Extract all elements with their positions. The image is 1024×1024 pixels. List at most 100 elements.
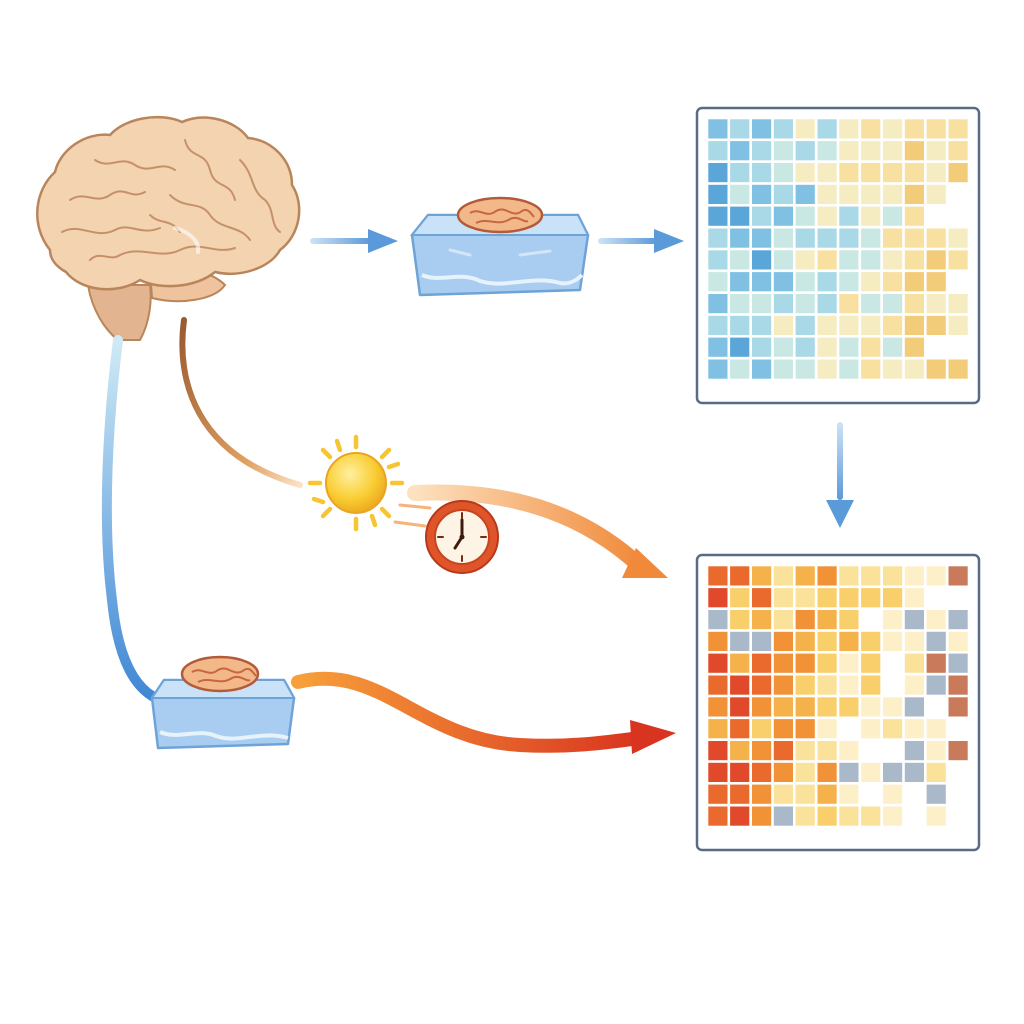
heatmap-cell [925,315,947,336]
heatmap-cell [816,249,838,271]
ice-block-icon-2 [150,655,296,750]
heatmap-cell [904,358,925,380]
heatmap-cell [838,315,860,336]
heatmap-cell [882,271,903,292]
heatmap-cell [751,206,772,227]
heatmap-cell [947,140,969,161]
heatmap-cell [794,740,816,761]
heatmap-cell [882,358,903,380]
heatmap-cell [904,805,925,827]
heatmap-cell [707,674,729,696]
heatmap-down-arrow [826,422,854,528]
heatmap-cell [904,140,925,161]
heatmap-cold-cells [707,118,969,380]
heatmap-cell [794,565,816,587]
heatmap-cell [707,631,729,652]
heatmap-cell [904,652,925,674]
heatmap-cell [838,227,860,249]
heatmap-cell [860,227,881,249]
sun-icon [307,434,405,532]
heatmap-cell [904,609,925,630]
heatmap-cell [729,336,750,358]
heatmap-cell [773,184,794,205]
brain-slice-icon-2 [180,655,260,693]
heatmap-cell [947,762,969,783]
heatmap-cell [860,358,881,380]
heatmap-cell [773,696,794,718]
heatmap-cell [707,740,729,761]
heatmap-cell [794,587,816,608]
heatmap-cell [882,587,903,608]
heatmap-cell [729,674,750,696]
heatmap-cell [904,631,925,652]
heatmap-cell [729,783,750,805]
heatmap-cell [794,293,816,314]
heatmap-cell [838,652,860,674]
heatmap-cell [925,718,947,739]
heatmap-cell [794,609,816,630]
heatmap-cell [882,249,903,271]
heatmap-cell [773,805,794,827]
heatmap-cell [794,206,816,227]
heatmap-cell [947,696,969,718]
heatmap-cell [925,805,947,827]
heatmap-cell [707,140,729,161]
heatmap-cell [751,805,772,827]
brain-gyri [61,139,281,261]
heatmap-cell [773,587,794,608]
heatmap-cell [882,696,903,718]
heatmap-cell [925,762,947,783]
heatmap-cell [947,783,969,805]
heatmap-cell [860,587,881,608]
heatmap-cell [882,631,903,652]
heatmap-cell [707,118,729,140]
heatmap-cell [838,631,860,652]
heatmap-cell [860,249,881,271]
heatmap-cell [751,783,772,805]
heatmap-cell [904,740,925,761]
heatmap-cell [904,206,925,227]
heatmap-cell [751,740,772,761]
heatmap-warm-cells [707,565,969,827]
heatmap-cell [904,565,925,587]
heatmap-cell [904,227,925,249]
heatmap-cell [947,587,969,608]
heatmap-cell [947,631,969,652]
heatmap-cell [773,609,794,630]
heatmap-cell [838,674,860,696]
heatmap-cell [838,718,860,739]
heatmap-cell [794,762,816,783]
heatmap-cell [794,783,816,805]
heatmap-cell [860,118,881,140]
heatmap-cell [773,783,794,805]
heatmap-cell [838,783,860,805]
brain-slice-icon [456,196,544,234]
heatmap-cell [816,162,838,183]
heatmap-cell [773,740,794,761]
heatmap-cell [816,696,838,718]
heatmap-cell [882,783,903,805]
heatmap-cell [925,358,947,380]
heatmap-cell [816,293,838,314]
heatmap-cell [816,565,838,587]
heatmap-cell [707,762,729,783]
heatmap-cell [816,358,838,380]
heatmap-cell [860,805,881,827]
heatmap-cell [794,805,816,827]
heatmap-cell [816,631,838,652]
heatmap-cell [925,227,947,249]
heatmap-cell [838,762,860,783]
heatmap-cell [729,206,750,227]
heatmap-cell [925,674,947,696]
heatmap-cell [794,162,816,183]
heatmap-cell [729,118,750,140]
heatmap-cell [751,718,772,739]
heatmap-cell [925,696,947,718]
heatmap-cell [707,358,729,380]
heatmap-cell [904,336,925,358]
heatmap-cell [751,696,772,718]
heatmap-cell [816,271,838,292]
heatmap-cell [925,293,947,314]
heatmap-cell [773,249,794,271]
heatmap-cell [751,227,772,249]
